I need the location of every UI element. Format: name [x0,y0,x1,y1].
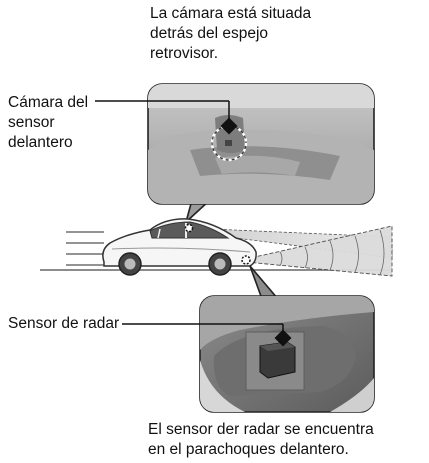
caption-line: El sensor der radar se encuentra [148,421,374,438]
label-line: Cámara del [8,94,89,111]
camera-inset [95,83,375,223]
caption-line: en el parachoques delantero. [148,441,349,458]
label-line: sensor [8,114,55,131]
camera-location-caption: La cámara está situada detrás del espejo… [150,4,311,64]
caption-line: retrovisor. [150,45,219,62]
caption-line: detrás del espejo [150,25,269,42]
caption-line: La cámara está situada [150,5,312,22]
radar-location-caption: El sensor der radar se encuentra en el p… [148,420,374,460]
radar-inset [122,265,375,413]
camera-label: Cámara del sensor delantero [8,93,88,153]
radar-label: Sensor de radar [8,315,120,332]
label-line: delantero [8,134,73,151]
car-scene [40,218,393,277]
